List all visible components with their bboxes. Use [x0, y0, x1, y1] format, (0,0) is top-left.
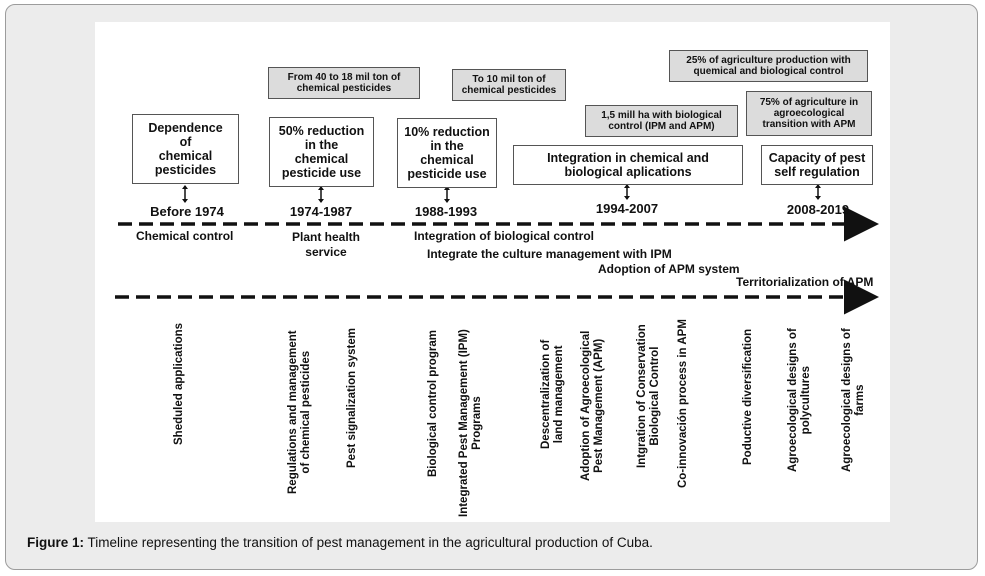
stage-line: Integration in chemical and: [547, 151, 709, 165]
approach-plant-health: Plant health service: [292, 230, 360, 260]
stage-line: chemical: [420, 153, 474, 167]
note-25-percent: 25% of agriculture production with quemi…: [669, 50, 868, 82]
stage-box-50-reduction: 50% reduction in the chemical pesticide …: [269, 117, 374, 187]
connector-1-head-top: [182, 185, 188, 189]
figure-caption: Figure 1: Timeline representing the tran…: [27, 535, 653, 550]
stage-line: 10% reduction: [404, 125, 490, 139]
note-1-5-mill-ha: 1,5 mill ha with biological control (IPM…: [585, 105, 738, 137]
period-1974-1987: 1974-1987: [289, 204, 353, 219]
stage-line: in the: [304, 138, 339, 152]
connector-1-head-bottom: [182, 199, 188, 203]
note-line: From 40 to 18 mil ton of: [287, 71, 401, 83]
stage-line: in the: [430, 139, 464, 153]
connector-4-head-bottom: [624, 196, 630, 200]
note-40-to-18: From 40 to 18 mil ton of chemical pestic…: [268, 67, 420, 99]
approach-apm: Adoption of APM system: [598, 262, 740, 276]
connector-5-head-bottom: [815, 196, 821, 200]
action-line: Agroecological designs of: [787, 328, 799, 472]
stage-line: chemical: [294, 152, 349, 166]
connector-3-head-top: [444, 186, 450, 190]
connector-3-head-bottom: [444, 199, 450, 203]
stage-box-integration: Integration in chemical and biological a…: [513, 145, 743, 185]
approach-territorial: Territorialization of APM: [736, 275, 874, 289]
action-ipm-programs: Integrated Pest Management (IPM) Program…: [458, 329, 484, 517]
note-75-percent: 75% of agriculture in agroecological tra…: [746, 91, 872, 136]
action-line: polycultures: [800, 365, 813, 435]
action-co-innovation: Co-innovación process in APM: [677, 319, 690, 488]
approach-line: Plant health: [291, 230, 361, 244]
action-line: Programs: [471, 396, 484, 450]
action-line: Pest signalization system: [346, 328, 358, 468]
note-line: To 10 mil ton of: [472, 73, 546, 85]
stage-line: Capacity of pest: [768, 151, 866, 165]
action-polycultures: Agroecological designs of polycultures: [787, 328, 813, 472]
note-line: control (IPM and APM): [608, 121, 715, 132]
action-descentralization: Descentralization of land management: [540, 340, 566, 449]
action-line: Biological Control: [649, 346, 662, 446]
note-line: transition with APM: [762, 119, 856, 131]
stage-box-dependence: Dependence of chemical pesticides: [132, 114, 239, 184]
stage-box-self-regulation: Capacity of pest self regulation: [761, 145, 873, 185]
stage-box-10-reduction: 10% reduction in the chemical pesticide …: [397, 118, 497, 188]
approach-ipm: Integrate the culture management with IP…: [427, 247, 672, 261]
connector-4-head-top: [624, 184, 630, 188]
stage-line: pesticide use: [281, 166, 362, 180]
stage-line: self regulation: [774, 165, 860, 179]
action-conservation-biocontrol: Intgration of Conservation Biological Co…: [636, 324, 662, 468]
stage-line: of: [179, 135, 192, 149]
action-line: Integrated Pest Management (IPM): [458, 329, 470, 517]
action-pest-signalization: Pest signalization system: [346, 328, 359, 468]
action-line: Sheduled applications: [173, 322, 185, 445]
action-sheduled-applications: Sheduled applications: [173, 323, 186, 445]
connector-2-head-bottom: [318, 199, 324, 203]
note-line: agroecological: [773, 107, 845, 119]
period-1994-2007: 1994-2007: [595, 201, 659, 216]
action-adoption-apm: Adoption of Agroecological Pest Manageme…: [580, 331, 606, 481]
approach-biological: Integration of biological control: [414, 229, 594, 243]
caption-text: Timeline representing the transition of …: [87, 535, 653, 550]
action-line: Adoption of Agroecological: [580, 330, 592, 481]
approach-line: service: [305, 245, 347, 259]
stage-line: biological aplications: [564, 165, 692, 179]
connector-5-head-top: [815, 184, 821, 188]
note-line: 1,5 mill ha with biological: [601, 109, 722, 121]
action-line: Co-innovación process in APM: [677, 319, 689, 488]
note-10-mil: To 10 mil ton of chemical pesticides: [452, 69, 566, 101]
period-1988-1993: 1988-1993: [414, 204, 478, 219]
action-biological-control-program: Biological control program: [427, 330, 440, 477]
note-line: quemical and biological control: [693, 66, 844, 77]
action-line: Pest Management (APM): [593, 338, 606, 473]
note-line: chemical pesticides: [296, 83, 392, 94]
action-line: Agroecological designs of: [841, 328, 853, 472]
caption-label: Figure 1:: [27, 535, 85, 550]
stage-line: 50% reduction: [278, 124, 365, 138]
action-line: Regulations and management: [287, 330, 299, 494]
stage-line: Dependence: [148, 121, 223, 135]
action-line: farms: [854, 384, 867, 416]
period-2008-2019: 2008-2019: [786, 202, 850, 217]
action-line: of chemical pesticides: [300, 350, 313, 474]
action-line: Descentralization of: [540, 339, 552, 449]
stage-line: pesticides: [154, 163, 217, 177]
period-before-1974: Before 1974: [150, 204, 224, 219]
action-line: Biological control program: [427, 330, 439, 477]
action-line: Poductive diversification: [742, 328, 754, 465]
action-productive-diversification: Poductive diversification: [742, 329, 755, 465]
stage-line: pesticide use: [407, 167, 487, 181]
note-line: 75% of agriculture in: [759, 96, 859, 108]
action-regulations: Regulations and management of chemical p…: [287, 330, 313, 494]
note-line: 25% of agriculture production with: [686, 54, 851, 66]
connector-2-head-top: [318, 186, 324, 190]
action-line: Intgration of Conservation: [636, 324, 648, 468]
stage-line: chemical: [158, 149, 213, 163]
action-line: land management: [553, 345, 566, 444]
approach-chemical-control: Chemical control: [136, 229, 234, 243]
action-farms: Agroecological designs of farms: [841, 328, 867, 472]
note-line: chemical pesticides: [461, 85, 557, 96]
